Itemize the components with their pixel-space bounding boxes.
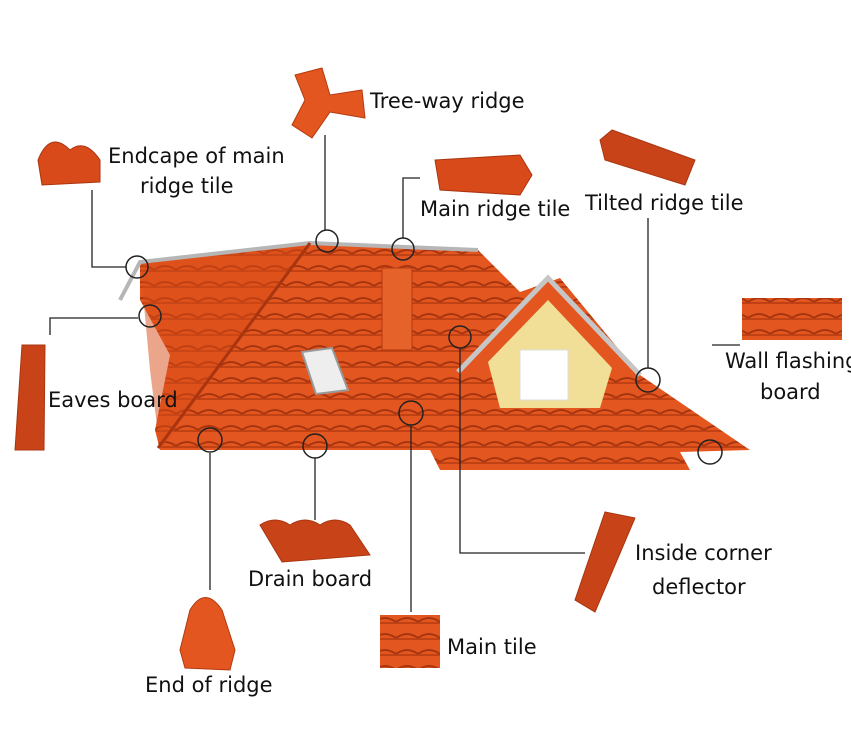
label-drain-board: Drain board (248, 567, 373, 591)
label-inside-corner-line2: deflector (652, 575, 746, 599)
endcap-ridge-tile-icon (37, 141, 101, 186)
label-endcape-line2: ridge tile (140, 174, 234, 198)
end-of-ridge-icon (179, 597, 236, 671)
label-main-ridge-tile: Main ridge tile (420, 197, 571, 221)
label-endcape-line1: Endcape of main (108, 144, 285, 168)
label-main-tile: Main tile (447, 635, 537, 659)
wall-flashing-board-icon (742, 298, 842, 340)
roof (118, 240, 750, 470)
label-eaves-board: Eaves board (48, 388, 178, 412)
three-way-ridge-icon (291, 67, 366, 139)
label-inside-corner-line1: Inside corner (635, 541, 772, 565)
chimney (381, 267, 413, 351)
drain-board-icon (259, 519, 371, 563)
inside-corner-deflector-icon (574, 511, 636, 613)
label-tilted-ridge-tile: Tilted ridge tile (585, 191, 744, 215)
label-tree-way-ridge: Tree-way ridge (370, 89, 525, 113)
main-tile-icon (380, 615, 440, 668)
label-wall-flashing-line1: Wall flashing (725, 349, 851, 373)
label-end-of-ridge: End of ridge (145, 673, 273, 697)
skylight (300, 346, 350, 396)
leader-lines (49, 135, 740, 612)
main-ridge-tile-icon (434, 154, 533, 196)
eaves-board-icon (14, 344, 46, 451)
tilted-ridge-tile-icon (599, 129, 696, 186)
dormer-window (519, 349, 569, 401)
label-wall-flashing-line2: board (760, 380, 821, 404)
callout-circles (125, 229, 723, 465)
